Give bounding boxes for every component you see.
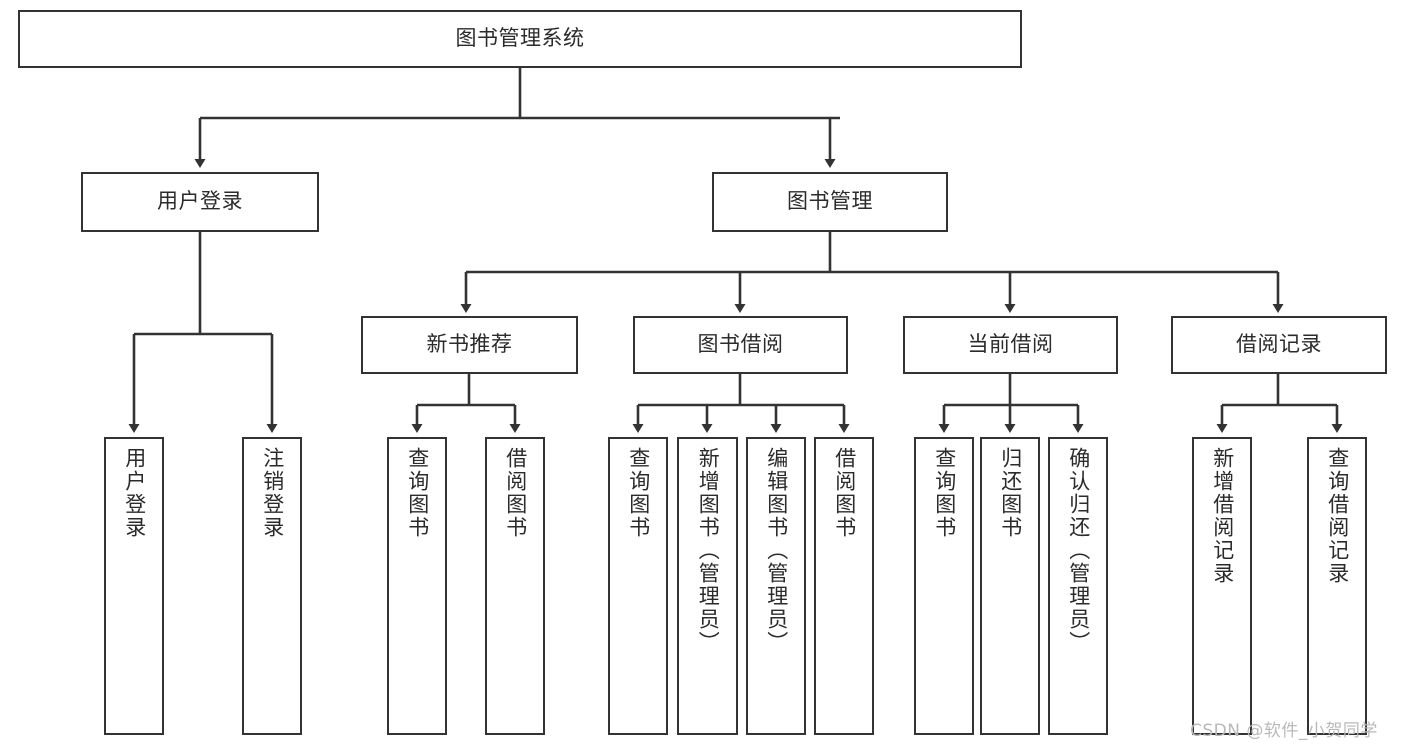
- csdn-watermark: CSDN @软件_小贺同学: [1190, 721, 1378, 741]
- leaf-new-books-borrow-label: 借阅图书: [503, 447, 528, 539]
- node-book-borrow-label: 图书借阅: [697, 332, 784, 357]
- leaf-book-borrow-borrow[interactable]: 借阅图书: [814, 437, 874, 735]
- leaf-borrow-record-query-label: 查询借阅记录: [1325, 447, 1350, 585]
- leaf-current-borrow-query[interactable]: 查询图书: [914, 437, 974, 735]
- leaf-user-login-signin-label: 用户登录: [122, 447, 147, 539]
- node-new-book-recommend-label: 新书推荐: [426, 332, 513, 357]
- node-borrow-record[interactable]: 借阅记录: [1171, 316, 1387, 374]
- node-book-management[interactable]: 图书管理: [712, 172, 948, 232]
- leaf-book-borrow-edit[interactable]: 编辑图书（管理员）: [746, 437, 806, 735]
- node-user-login[interactable]: 用户登录: [81, 172, 319, 232]
- node-new-book-recommend[interactable]: 新书推荐: [361, 316, 578, 374]
- leaf-current-borrow-return[interactable]: 归还图书: [980, 437, 1040, 735]
- leaf-user-login-signout-label: 注销登录: [260, 447, 285, 539]
- node-root[interactable]: 图书管理系统: [18, 10, 1022, 68]
- node-borrow-record-label: 借阅记录: [1236, 332, 1322, 357]
- leaf-current-borrow-confirm[interactable]: 确认归还（管理员）: [1048, 437, 1108, 735]
- leaf-user-login-signin[interactable]: 用户登录: [104, 437, 164, 735]
- leaf-book-borrow-query[interactable]: 查询图书: [608, 437, 668, 735]
- leaf-book-borrow-query-label: 查询图书: [626, 447, 651, 539]
- leaf-current-borrow-confirm-label: 确认归还（管理员）: [1066, 447, 1091, 654]
- leaf-new-books-borrow[interactable]: 借阅图书: [485, 437, 545, 735]
- leaf-current-borrow-return-label: 归还图书: [998, 447, 1023, 539]
- leaf-current-borrow-query-label: 查询图书: [932, 447, 957, 539]
- leaf-borrow-record-query[interactable]: 查询借阅记录: [1307, 437, 1367, 735]
- leaf-book-borrow-add[interactable]: 新增图书（管理员）: [677, 437, 738, 735]
- node-book-borrow[interactable]: 图书借阅: [633, 316, 848, 374]
- leaf-new-books-query[interactable]: 查询图书: [387, 437, 447, 735]
- leaf-new-books-query-label: 查询图书: [405, 447, 430, 539]
- node-current-borrow[interactable]: 当前借阅: [903, 316, 1118, 374]
- node-root-label: 图书管理系统: [455, 26, 585, 51]
- leaf-borrow-record-add-label: 新增借阅记录: [1210, 447, 1235, 585]
- leaf-user-login-signout[interactable]: 注销登录: [242, 437, 302, 735]
- leaf-book-borrow-edit-label: 编辑图书（管理员）: [764, 447, 789, 654]
- node-user-login-label: 用户登录: [157, 189, 243, 214]
- leaf-book-borrow-borrow-label: 借阅图书: [832, 447, 857, 539]
- leaf-book-borrow-add-label: 新增图书（管理员）: [696, 447, 721, 654]
- node-book-management-label: 图书管理: [787, 189, 873, 214]
- node-current-borrow-label: 当前借阅: [967, 332, 1054, 357]
- leaf-borrow-record-add[interactable]: 新增借阅记录: [1192, 437, 1252, 735]
